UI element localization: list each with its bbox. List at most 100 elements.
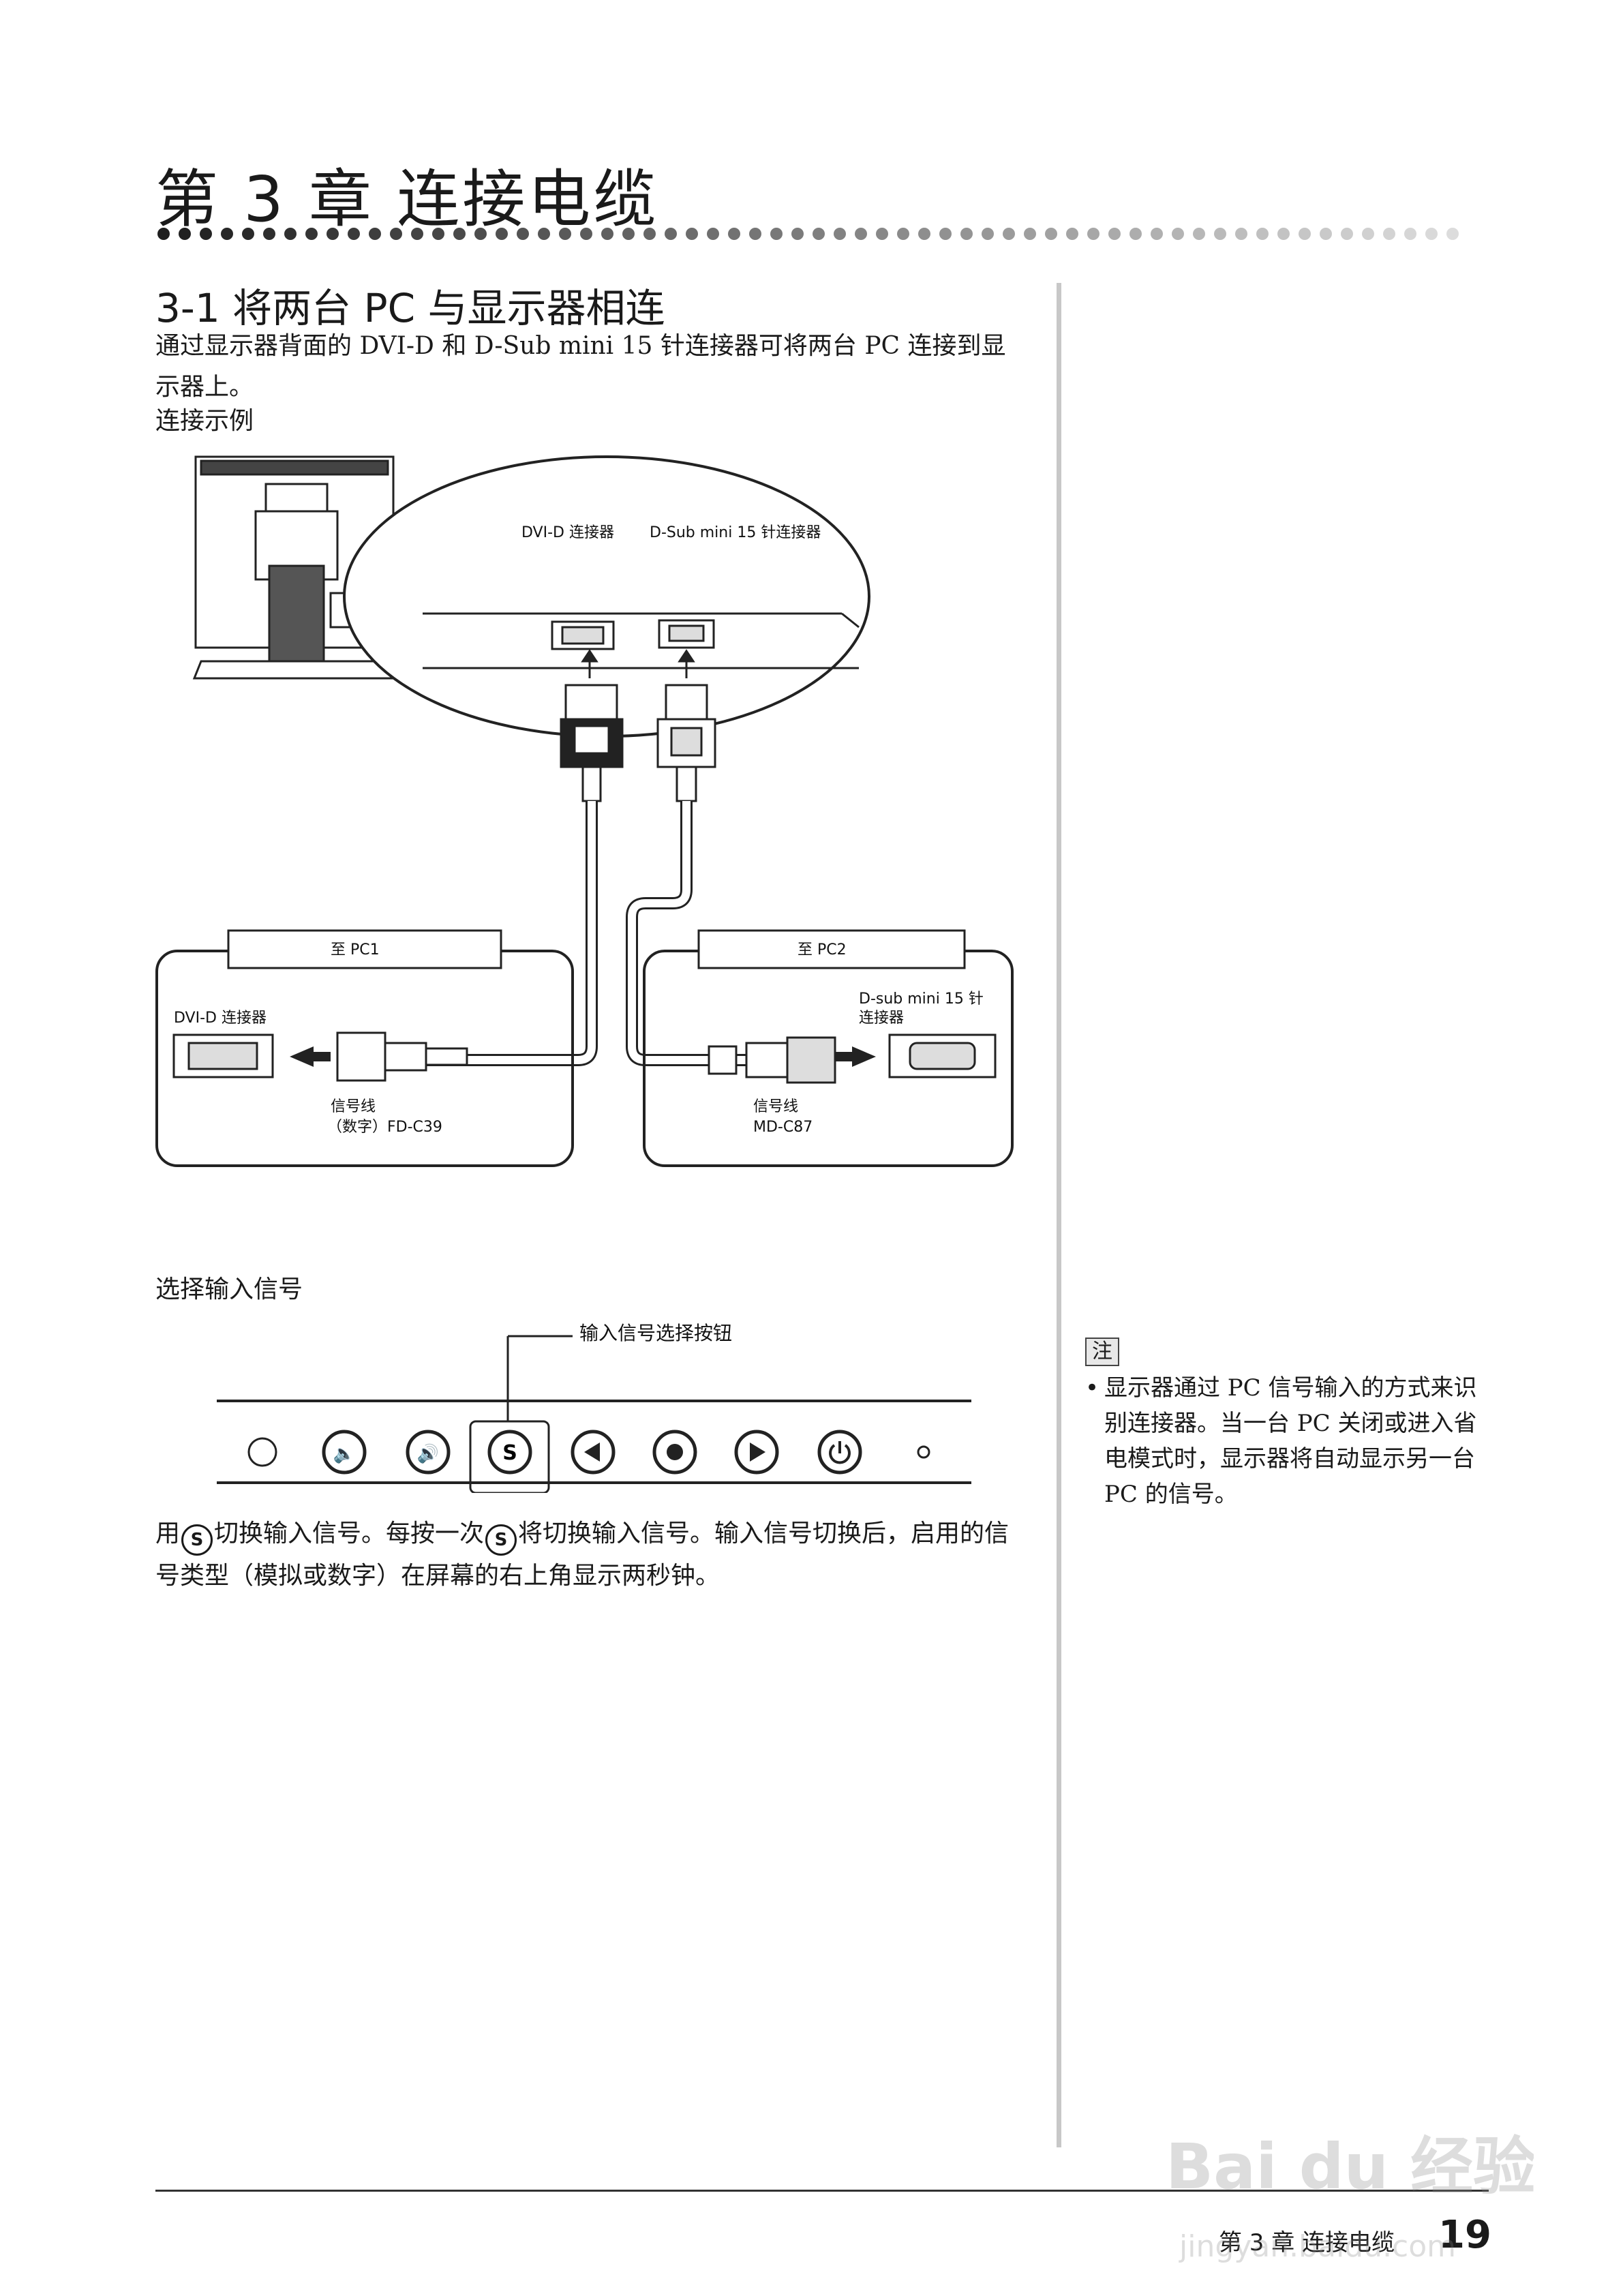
rule-dot bbox=[1066, 228, 1078, 240]
s-icon: S bbox=[502, 1441, 517, 1465]
rule-dot bbox=[559, 228, 571, 240]
watermark-logo-text: Bai du 经验 bbox=[1166, 2130, 1534, 2203]
arrow-to-pc2 bbox=[835, 1046, 876, 1067]
rule-dot bbox=[813, 228, 825, 240]
rule-dot bbox=[1235, 228, 1247, 240]
rule-dot bbox=[284, 228, 297, 240]
rule-dot bbox=[601, 228, 613, 240]
rule-dot bbox=[686, 228, 698, 240]
dsub-port bbox=[658, 619, 715, 649]
rule-dot bbox=[390, 228, 402, 240]
power-icon bbox=[829, 1441, 851, 1464]
rule-dot bbox=[643, 228, 656, 240]
pc2-plug bbox=[708, 1036, 836, 1084]
rule-dot bbox=[179, 228, 191, 240]
enter-button[interactable] bbox=[652, 1430, 697, 1475]
rule-dot bbox=[1446, 228, 1459, 240]
rule-dot bbox=[1151, 228, 1163, 240]
rule-dot bbox=[1003, 228, 1015, 240]
baidu-watermark: Bai du 经验 jingyan.baidu.com bbox=[1166, 2130, 1534, 2264]
rule-dot bbox=[1045, 228, 1057, 240]
rule-dot bbox=[200, 228, 212, 240]
rule-dot bbox=[369, 228, 381, 240]
connection-example-label: 连接示例 bbox=[155, 407, 254, 435]
front-panel-diagram: 输入信号选择按钮 🔈 🔊 S bbox=[217, 1322, 971, 1493]
rule-dot bbox=[897, 228, 909, 240]
rule-dot bbox=[855, 228, 867, 240]
input-select-button[interactable]: S bbox=[487, 1430, 532, 1475]
arrow-to-pc1 bbox=[290, 1046, 331, 1067]
section-title: 3-1 将两台 PC 与显示器相连 bbox=[155, 285, 665, 331]
rule-dot bbox=[496, 228, 508, 240]
rule-dot bbox=[1256, 228, 1269, 240]
note-tag: 注 bbox=[1085, 1338, 1119, 1366]
rule-dot bbox=[1277, 228, 1290, 240]
column-divider bbox=[1057, 283, 1061, 2147]
connection-diagram: DVI-D 连接器 D-Sub mini 15 针连接器 至 PC1 DVI-D… bbox=[155, 455, 1014, 1167]
body-text-3: 将切换输入信号。输入信号切换后，启用的信号类型（模拟或数字）在屏幕的右上角显示两… bbox=[155, 1520, 1010, 1590]
power-button[interactable] bbox=[817, 1430, 862, 1475]
rule-dot bbox=[242, 228, 254, 240]
footer-rule bbox=[155, 2190, 1489, 2192]
select-input-label: 选择输入信号 bbox=[155, 1275, 303, 1303]
pc2-dsub-port bbox=[888, 1033, 997, 1078]
rule-dot bbox=[538, 228, 550, 240]
rule-dot bbox=[791, 228, 804, 240]
footer-chapter-label: 第 3 章 连接电缆 bbox=[1219, 2229, 1395, 2256]
power-indicator bbox=[917, 1445, 930, 1459]
rule-dot bbox=[1193, 228, 1205, 240]
cable1-model: （数字）FD-C39 bbox=[327, 1119, 442, 1136]
rule-dot bbox=[157, 228, 170, 240]
rule-dot bbox=[348, 228, 360, 240]
rule-dot bbox=[263, 228, 275, 240]
rule-dot bbox=[327, 228, 339, 240]
rule-dot bbox=[1172, 228, 1184, 240]
pc1-plug bbox=[336, 1031, 468, 1082]
left-arrow-icon bbox=[584, 1442, 600, 1462]
rule-dot bbox=[517, 228, 529, 240]
right-arrow-icon bbox=[750, 1442, 765, 1462]
s-button-icon: S bbox=[485, 1524, 517, 1556]
rule-dot bbox=[1108, 228, 1121, 240]
dvi-plug bbox=[560, 649, 624, 802]
rule-dot bbox=[982, 228, 994, 240]
rule-dot bbox=[1425, 228, 1438, 240]
rule-dot bbox=[834, 228, 846, 240]
rule-dot bbox=[707, 228, 719, 240]
rule-dot bbox=[580, 228, 592, 240]
rule-dot bbox=[1320, 228, 1332, 240]
rule-dot bbox=[622, 228, 635, 240]
volume-up-button[interactable]: 🔊 bbox=[406, 1430, 451, 1475]
pc1-port-label: DVI-D 连接器 bbox=[174, 1010, 267, 1027]
volume-down-button[interactable]: 🔈 bbox=[322, 1430, 367, 1475]
dot-icon bbox=[667, 1444, 683, 1460]
right-button[interactable] bbox=[734, 1430, 779, 1475]
pc2-port-label-1: D-sub mini 15 针 bbox=[859, 991, 984, 1008]
cable1-name: 信号线 bbox=[331, 1098, 376, 1115]
rule-dot bbox=[876, 228, 888, 240]
rule-dot bbox=[432, 228, 444, 240]
rule-dot bbox=[770, 228, 783, 240]
dsub-connector-label: D-Sub mini 15 针连接器 bbox=[650, 524, 821, 541]
dotted-rule bbox=[157, 228, 1459, 240]
chapter-title: 第 3 章 连接电缆 bbox=[155, 163, 659, 236]
intro-paragraph: 通过显示器背面的 DVI-D 和 D-Sub mini 15 针连接器可将两台 … bbox=[155, 332, 1006, 401]
button-callout-label: 输入信号选择按钮 bbox=[579, 1322, 732, 1344]
volume-up-icon: 🔊 bbox=[417, 1442, 439, 1464]
rule-dot bbox=[665, 228, 677, 240]
pc1-dvi-port bbox=[172, 1033, 274, 1078]
to-pc2-label: 至 PC2 bbox=[798, 941, 847, 958]
note-item: 显示器通过 PC 信号输入的方式来识别连接器。当一台 PC 关闭或进入省电模式时… bbox=[1085, 1370, 1494, 1512]
rule-dot bbox=[305, 228, 318, 240]
dvi-port bbox=[551, 620, 615, 650]
volume-down-icon: 🔈 bbox=[333, 1444, 355, 1464]
note-list: 显示器通过 PC 信号输入的方式来识别连接器。当一台 PC 关闭或进入省电模式时… bbox=[1085, 1370, 1494, 1512]
rule-dot bbox=[221, 228, 233, 240]
left-button[interactable] bbox=[571, 1430, 616, 1475]
rule-dot bbox=[1087, 228, 1099, 240]
watermark-url: jingyan.baidu.com bbox=[1179, 2229, 1456, 2264]
rule-dot bbox=[1129, 228, 1142, 240]
cable2-model: MD-C87 bbox=[753, 1119, 813, 1136]
sensor-indicator bbox=[247, 1437, 277, 1467]
